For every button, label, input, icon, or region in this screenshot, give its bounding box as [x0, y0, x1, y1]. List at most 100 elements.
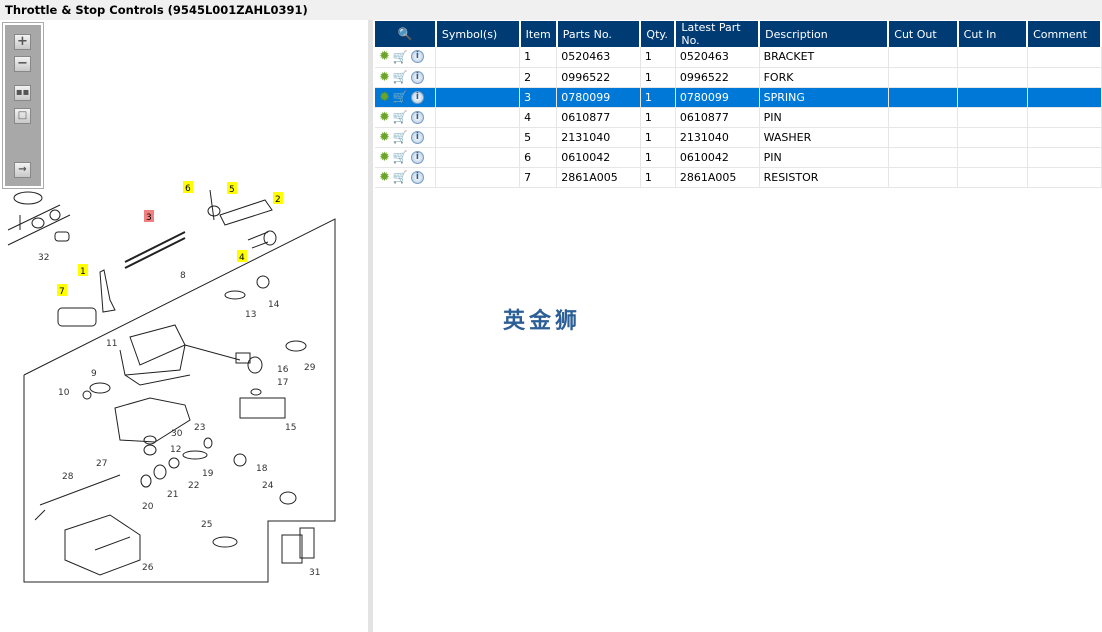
qty-cell: 1: [640, 167, 676, 188]
col-parts-no[interactable]: Parts No.: [556, 21, 642, 47]
splitter[interactable]: [368, 20, 373, 632]
cart-icon[interactable]: 🛒: [392, 150, 408, 164]
cut-in-cell: [957, 67, 1028, 88]
symbols-cell: [435, 127, 521, 148]
parts-no-cell: 0996522: [556, 67, 641, 88]
description-cell: PIN: [759, 107, 889, 128]
svg-text:17: 17: [277, 378, 288, 388]
svg-text:12: 12: [170, 445, 181, 455]
latest-part-cell: 0996522: [675, 67, 760, 88]
qty-cell: 1: [640, 107, 676, 128]
parts-no-cell: 0610042: [556, 147, 641, 168]
description-cell: WASHER: [759, 127, 889, 148]
col-symbols[interactable]: Symbol(s): [435, 21, 521, 47]
cart-icon[interactable]: 🛒: [392, 49, 408, 64]
latest-part-cell: 0610042: [675, 147, 760, 168]
item-cell: 4: [519, 107, 558, 128]
watermark: 英金狮: [503, 309, 582, 334]
description-cell: RESISTOR: [759, 167, 889, 188]
callout-1[interactable]: 1: [80, 267, 86, 277]
cut-in-cell: [957, 47, 1028, 68]
cart-icon[interactable]: 🛒: [392, 70, 408, 84]
table-row[interactable]: ✹🛒i 5 2131040 1 2131040 WASHER: [375, 127, 1102, 148]
svg-text:24: 24: [262, 481, 274, 491]
table-row[interactable]: ✹🛒i 6 0610042 1 0610042 PIN: [375, 147, 1102, 168]
parts-list-panel: 🔍 Symbol(s) Item Parts No. Qty. Latest P…: [373, 20, 1102, 632]
callout-5[interactable]: 5: [229, 185, 235, 195]
svg-text:26: 26: [142, 563, 154, 573]
symbols-cell: [435, 47, 521, 68]
callout-2[interactable]: 2: [275, 195, 281, 205]
cart-icon[interactable]: 🛒: [392, 170, 408, 184]
zoom-out-icon[interactable]: −: [14, 56, 31, 72]
cut-out-cell: [888, 147, 959, 168]
cart-icon[interactable]: 🛒: [392, 130, 408, 144]
info-icon[interactable]: i: [410, 170, 424, 184]
info-icon[interactable]: i: [410, 130, 424, 144]
gear-icon[interactable]: ✹: [379, 149, 390, 165]
cut-out-cell: [888, 87, 959, 108]
diagram-toolbar: + − ▪▪ □ →: [2, 22, 44, 189]
gear-icon[interactable]: ✹: [379, 129, 390, 145]
qty-cell: 1: [640, 87, 676, 108]
svg-text:29: 29: [304, 363, 316, 373]
svg-text:22: 22: [188, 481, 199, 491]
comment-cell: [1027, 127, 1102, 148]
search-icon[interactable]: 🔍: [397, 27, 413, 41]
col-cut-out[interactable]: Cut Out: [888, 21, 959, 47]
table-row[interactable]: ✹🛒i 4 0610877 1 0610877 PIN: [375, 107, 1102, 128]
table-row[interactable]: ✹🛒i 3 0780099 1 0780099 SPRING: [375, 87, 1102, 108]
callout-7[interactable]: 7: [59, 287, 65, 297]
cut-out-cell: [888, 67, 959, 88]
cut-in-cell: [957, 167, 1028, 188]
gear-icon[interactable]: ✹: [379, 69, 390, 85]
latest-part-cell: 0520463: [675, 47, 760, 68]
table-row[interactable]: ✹🛒i 1 0520463 1 0520463 BRACKET: [375, 47, 1102, 68]
gear-icon[interactable]: ✹: [379, 49, 390, 65]
svg-text:28: 28: [62, 472, 74, 482]
cart-icon[interactable]: 🛒: [392, 90, 408, 104]
cut-in-cell: [957, 87, 1028, 108]
cut-out-cell: [888, 107, 959, 128]
info-icon[interactable]: i: [410, 50, 424, 64]
symbols-cell: [435, 147, 521, 168]
callout-6[interactable]: 6: [185, 184, 191, 194]
zoom-in-icon[interactable]: +: [14, 34, 31, 50]
gear-icon[interactable]: ✹: [379, 169, 390, 185]
svg-text:27: 27: [96, 459, 107, 469]
col-description[interactable]: Description: [759, 21, 890, 47]
info-icon[interactable]: i: [410, 150, 424, 164]
info-icon[interactable]: i: [410, 70, 424, 84]
latest-part-cell: 0610877: [675, 107, 760, 128]
cart-icon[interactable]: 🛒: [392, 110, 408, 124]
latest-part-cell: 2861A005: [675, 167, 760, 188]
info-icon[interactable]: i: [410, 90, 424, 104]
col-item[interactable]: Item: [519, 21, 558, 47]
fit-all-icon[interactable]: ▪▪: [14, 85, 31, 101]
gear-icon[interactable]: ✹: [379, 89, 390, 105]
diagram-title: Throttle & Stop Controls (9545L001ZAHL03…: [0, 0, 1102, 20]
qty-cell: 1: [640, 67, 676, 88]
table-row[interactable]: ✹🛒i 2 0996522 1 0996522 FORK: [375, 67, 1102, 88]
svg-text:19: 19: [202, 469, 214, 479]
col-comment[interactable]: Comment: [1027, 21, 1102, 47]
svg-text:9: 9: [91, 369, 97, 379]
callout-3[interactable]: 3: [146, 213, 152, 223]
gear-icon[interactable]: ✹: [379, 109, 390, 125]
qty-cell: 1: [640, 47, 676, 68]
col-qty[interactable]: Qty.: [640, 21, 677, 47]
col-cut-in[interactable]: Cut In: [957, 21, 1029, 47]
fit-window-icon[interactable]: □: [14, 108, 31, 124]
symbols-cell: [435, 167, 521, 188]
cut-out-cell: [888, 167, 959, 188]
col-latest-part-no[interactable]: Latest Part No.: [675, 21, 761, 47]
table-row[interactable]: ✹🛒i 7 2861A005 1 2861A005 RESISTOR: [375, 167, 1102, 188]
callout-4[interactable]: 4: [239, 253, 245, 263]
svg-text:13: 13: [245, 310, 256, 320]
toggle-panel-icon[interactable]: →: [14, 162, 31, 178]
search-column-header[interactable]: 🔍: [375, 21, 437, 47]
info-icon[interactable]: i: [410, 110, 424, 124]
